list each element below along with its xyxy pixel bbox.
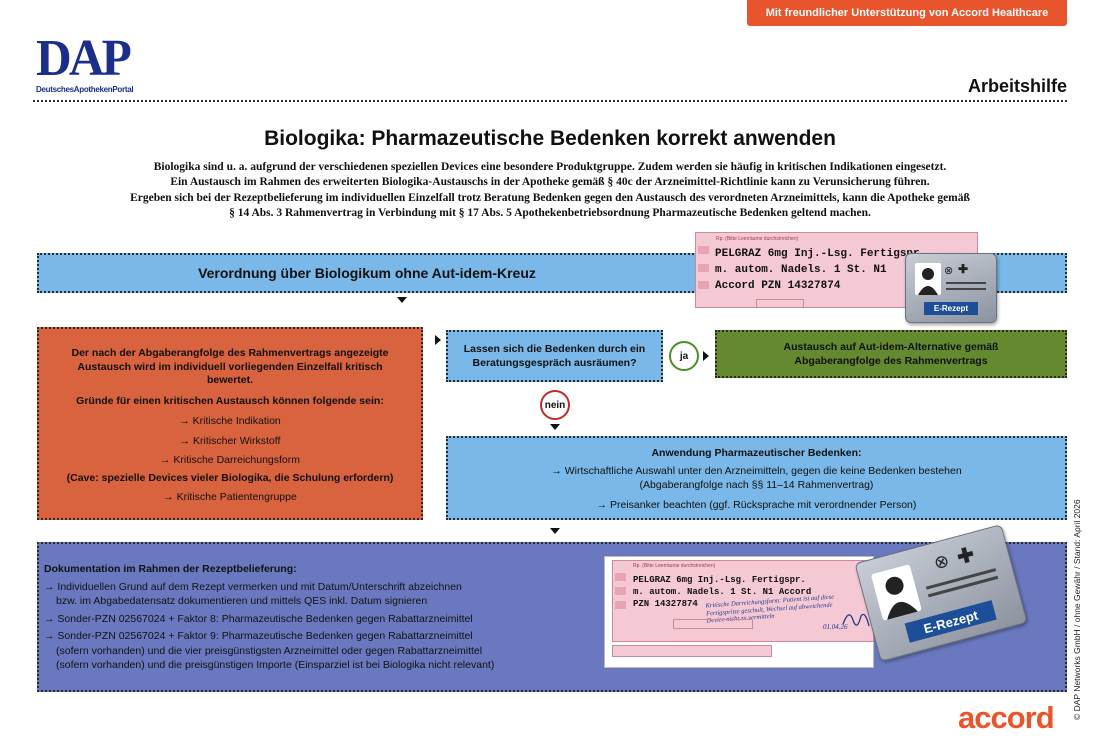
- documentation-heading: Dokumentation im Rahmen der Rezeptbelief…: [44, 563, 297, 575]
- rx-field-box: [698, 246, 709, 254]
- copyright-note: © DAP Networks GmbH / ohne Gewähr / Stan…: [1072, 499, 1082, 720]
- documentation-item: → Sonder-PZN 02567024 + Faktor 8: Pharma…: [44, 612, 473, 625]
- documentation-item: → Individuellen Grund auf dem Rezept ver…: [44, 580, 462, 593]
- reason-item: → Kritischer Wirkstoff: [179, 434, 281, 447]
- intro-line: Ein Austausch im Rahmen des erweiterten …: [170, 176, 930, 189]
- rx-header: Rp. (Bitte Leerräume durchstreichen): [716, 236, 799, 242]
- pharma-concerns-box: Anwendung Pharmazeutischer Bedenken: → W…: [446, 436, 1067, 520]
- card-chip-icon: ⊗: [931, 550, 952, 574]
- card-chip-icon: ⊗: [944, 265, 954, 277]
- person-icon: [918, 268, 938, 295]
- sponsor-banner: Mit freundlicher Unterstützung von Accor…: [747, 0, 1067, 26]
- start-box: Verordnung über Biologikum ohne Aut-idem…: [37, 253, 717, 293]
- intro-line: Biologika sind u. a. aufgrund der versch…: [153, 161, 947, 173]
- arrow-down: [550, 528, 560, 534]
- yes-circle: ja: [669, 341, 699, 371]
- intro-line: § 14 Abs. 3 Rahmenvertrag in Verbindung …: [229, 206, 871, 219]
- rx-line: m. autom. Nadels. 1 St. N1: [715, 264, 887, 276]
- card-photo: [915, 263, 941, 295]
- ecard-bottom: ✚ ⊗ E-Rezept: [854, 524, 1028, 662]
- pharma-concerns-line: (Abgaberangfolge nach §§ 11–14 Rahmenver…: [639, 479, 874, 491]
- start-box-text: Verordnung über Biologikum ohne Aut-idem…: [198, 265, 536, 281]
- dap-logo-subtitle: DeutschesApothekenPortal: [36, 85, 134, 94]
- card-text-line: [946, 288, 986, 290]
- prescription-bottom: Rp. (Bitte Leerräume durchstreichen) PEL…: [612, 560, 874, 642]
- card-cross-icon: ✚: [958, 262, 969, 276]
- reason-item: → Kritische Indikation: [179, 415, 281, 427]
- rx-line: PELGRAZ 6mg Inj.-Lsg. Fertigspr.: [633, 575, 806, 585]
- rx-lines: PELGRAZ 6mg Inj.-Lsg. Fertigspr. m. auto…: [633, 574, 811, 610]
- pharma-concerns-heading: Anwendung Pharmazeutischer Bedenken:: [651, 447, 862, 459]
- critical-exchange-box: Der nach der Abgaberangfolge des Rahmenv…: [37, 327, 423, 520]
- rx-line: PELGRAZ 6mg Inj.-Lsg. Fertigspr.: [715, 248, 927, 260]
- yes-result-box: Austausch auf Aut-idem-Alternative gemäß…: [715, 330, 1067, 378]
- signature-icon: [842, 613, 870, 627]
- page-title: Biologika: Pharmazeutische Bedenken korr…: [264, 127, 836, 150]
- rx-line: PZN 14327874: [633, 599, 698, 609]
- cave-note: (Cave: spezielle Devices vieler Biologik…: [66, 471, 394, 484]
- rx-footer-fields: [612, 645, 772, 657]
- documentation-item: (sofern vorhanden) und die preisgünstige…: [56, 659, 495, 671]
- documentation-text: Dokumentation im Rahmen der Rezeptbelief…: [44, 562, 494, 673]
- question-text: Lassen sich die Bedenken durch ein Berat…: [463, 343, 646, 369]
- rx-lines: PELGRAZ 6mg Inj.-Lsg. Fertigspr. m. auto…: [715, 246, 926, 294]
- reason-item: → Kritische Darreichungsform: [159, 454, 301, 466]
- documentation-item: → Sonder-PZN 02567024 + Faktor 9: Pharma…: [44, 630, 473, 642]
- rx-line: Accord PZN 14327874: [715, 280, 841, 292]
- prescription-top: Rp. (Bitte Leerräume durchstreichen) PEL…: [695, 232, 978, 308]
- question-box: Lassen sich die Bedenken durch ein Berat…: [446, 330, 663, 382]
- intro-text: Biologika sind u. a. aufgrund der versch…: [60, 160, 1040, 221]
- rx-digit-boxes: [756, 299, 804, 308]
- arrow-right: [435, 335, 441, 345]
- intro-line: Ergeben sich bei der Rezeptbelieferung i…: [130, 191, 970, 204]
- ecard-label: E-Rezept: [924, 302, 978, 315]
- arrow-down: [550, 424, 560, 430]
- rx-header: Rp. (Bitte Leerräume durchstreichen): [633, 563, 716, 569]
- critical-heading: Der nach der Abgaberangfolge des Rahmenv…: [71, 347, 389, 386]
- pharma-concerns-line: → Preisanker beachten (ggf. Rücksprache …: [596, 499, 917, 511]
- rx-date: 01.04.26: [823, 623, 848, 631]
- yes-result-text: Austausch auf Aut-idem-Alternative gemäß…: [783, 341, 999, 367]
- card-cross-icon: ✚: [954, 543, 977, 570]
- rx-digit-boxes: [673, 619, 753, 629]
- documentation-item: (sofern vorhanden) und die vier preisgün…: [56, 644, 483, 657]
- documentation-item: bzw. im Abgabedatensatz dokumentieren un…: [56, 595, 428, 607]
- rx-field-box: [698, 281, 709, 289]
- card-text-line: [946, 282, 986, 284]
- section-label: Arbeitshilfe: [967, 76, 1067, 96]
- rx-line: m. autom. Nadels. 1 St. N1 Accord: [633, 587, 812, 597]
- rx-field-box: [615, 601, 626, 609]
- arrow-right: [703, 351, 709, 361]
- person-icon: [885, 576, 919, 620]
- arrow-down: [397, 297, 407, 303]
- ecard-top: ✚ ⊗ E-Rezept: [905, 253, 997, 323]
- reasons-heading: Gründe für einen kritischen Austausch kö…: [76, 394, 384, 407]
- rx-field-box: [615, 573, 626, 581]
- no-circle: nein: [540, 390, 570, 420]
- rx-field-box: [615, 587, 626, 595]
- rx-field-box: [698, 264, 709, 272]
- reason-item: → Kritische Patientengruppe: [163, 491, 297, 503]
- card-photo: [870, 564, 922, 621]
- header-divider: [33, 100, 1067, 102]
- pharma-concerns-line: → Wirtschaftliche Auswahl unter den Arzn…: [551, 465, 962, 477]
- accord-logo: accord: [958, 700, 1055, 735]
- dap-logo: DAP: [36, 30, 132, 87]
